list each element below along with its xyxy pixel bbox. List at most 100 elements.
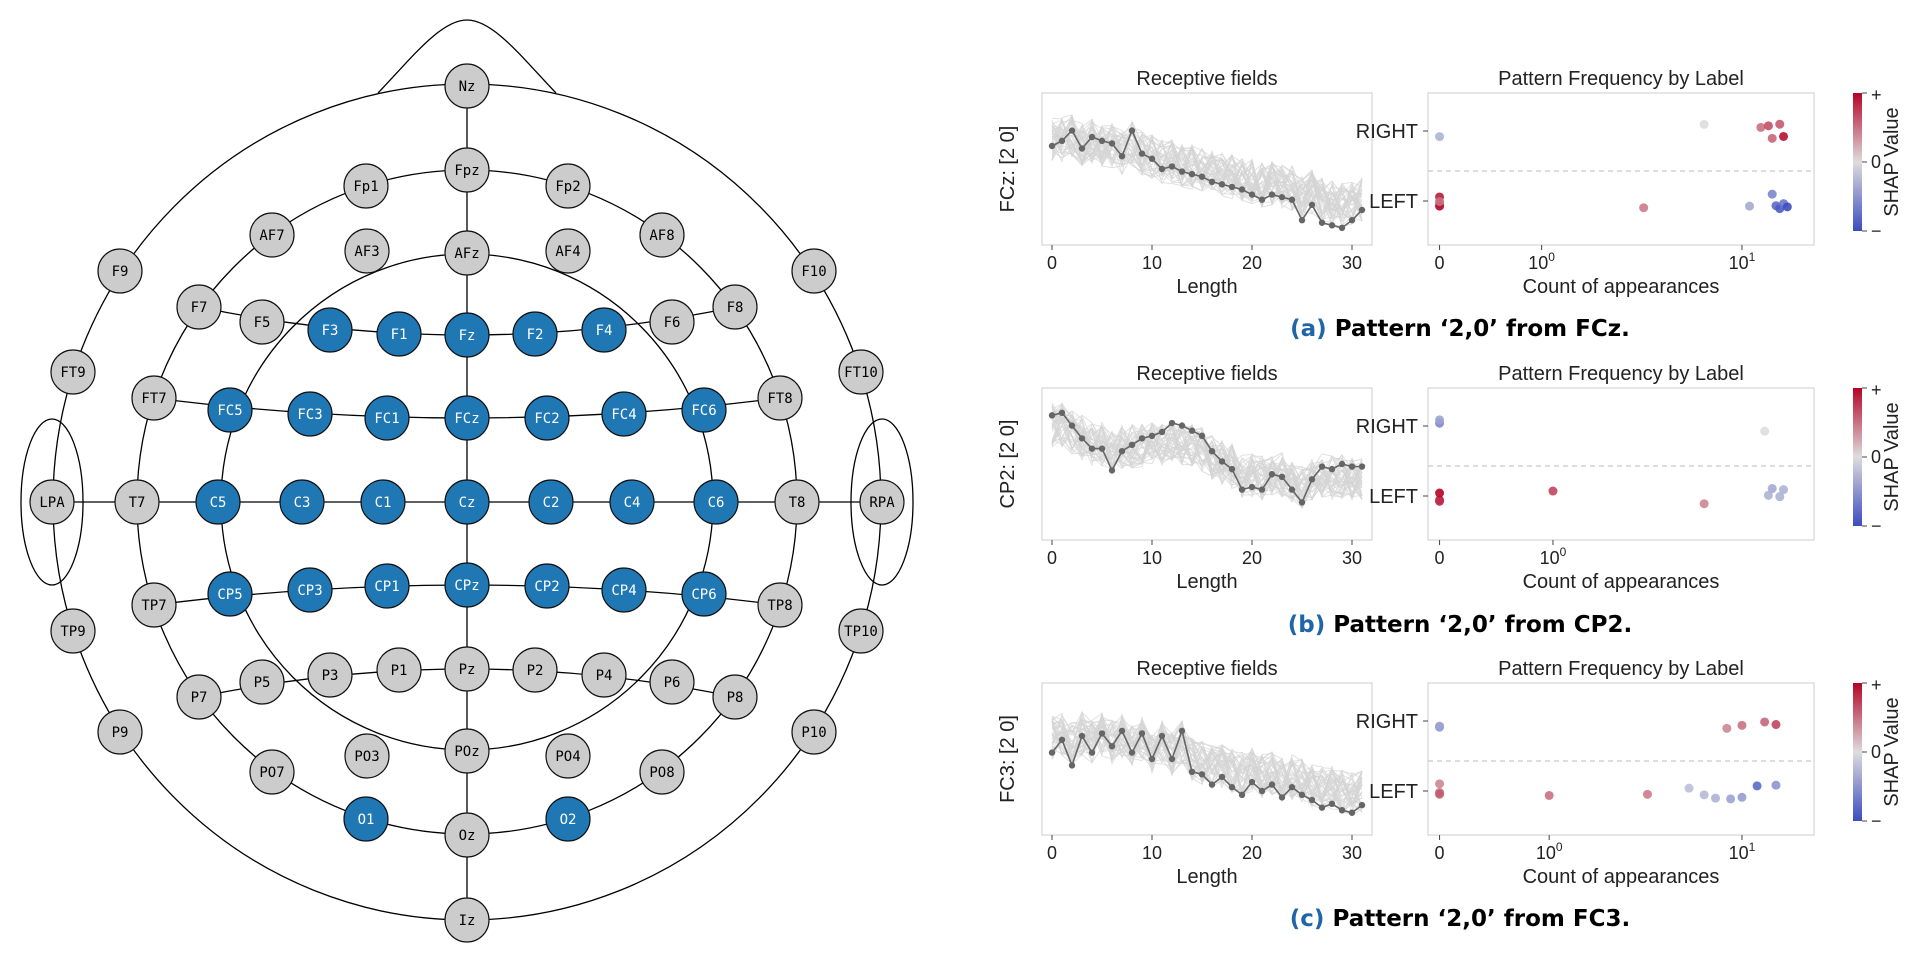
- background-trace: [1051, 121, 1363, 226]
- electrode-label: AFz: [454, 246, 479, 262]
- shap-point: [1726, 794, 1736, 804]
- electrode-marker: [360, 479, 406, 525]
- background-trace: [1051, 412, 1363, 506]
- electrode-label: C4: [624, 495, 641, 511]
- electrode-marker: [444, 728, 490, 774]
- electrode-label: CP6: [691, 587, 716, 603]
- electrode-p5: P5: [239, 659, 285, 705]
- electrode-marker: [279, 479, 325, 525]
- electrode-fcz: FCz: [444, 395, 490, 441]
- electrode-af3: AF3: [344, 228, 390, 274]
- electrode-label: C6: [708, 495, 725, 511]
- electrode-marker: [757, 582, 803, 628]
- background-trace: [1051, 413, 1363, 499]
- highlight-point: [1298, 217, 1306, 224]
- electrode-c3: C3: [279, 479, 325, 525]
- highlight-point: [1158, 428, 1166, 436]
- background-trace: [1051, 723, 1363, 806]
- electrode-fc1: FC1: [364, 395, 410, 441]
- x-tick-label: 101: [1729, 840, 1756, 863]
- cbar-plus: +: [1871, 675, 1882, 695]
- background-trace: [1051, 118, 1363, 216]
- electrode-ft9: FT9: [50, 349, 96, 395]
- electrode-ft10: FT10: [838, 349, 884, 395]
- electrode-marker: [774, 479, 820, 525]
- highlight-point: [1278, 473, 1286, 480]
- count-label: Count of appearances: [1523, 571, 1720, 593]
- highlight-point: [1238, 186, 1246, 193]
- highlight-point: [1258, 196, 1266, 203]
- background-trace: [1051, 422, 1363, 493]
- highlight-point: [1178, 727, 1186, 735]
- highlight-point: [1308, 201, 1316, 209]
- electrode-marker: [114, 479, 160, 525]
- background-trace: [1051, 420, 1363, 496]
- left-label: LEFT: [1369, 781, 1418, 803]
- background-trace: [1051, 115, 1363, 220]
- electrode-po7: PO7: [249, 749, 295, 795]
- background-trace: [1051, 413, 1363, 500]
- electrode-label: F4: [596, 323, 613, 339]
- caption-a: (a) Pattern ‘2,0’ from FCz.: [1000, 316, 1920, 342]
- background-trace: [1051, 114, 1363, 225]
- background-trace: [1051, 118, 1363, 221]
- tick-exponent: 1: [1749, 250, 1756, 264]
- highlight-point: [1278, 794, 1286, 801]
- electrode-fc2: FC2: [524, 395, 570, 441]
- electrode-marker: [444, 479, 490, 525]
- highlight-point: [1348, 809, 1356, 816]
- background-trace: [1051, 121, 1363, 212]
- electrode-label: AF7: [259, 228, 284, 244]
- highlight-point: [1338, 807, 1346, 814]
- shap-colorbar: [1853, 93, 1862, 231]
- highlight-trace: [1051, 128, 1363, 229]
- electrode-label: CP2: [534, 579, 559, 595]
- highlight-point: [1048, 412, 1056, 419]
- electrode-marker: [207, 571, 253, 617]
- highlight-point: [1108, 743, 1116, 750]
- background-trace: [1051, 125, 1363, 216]
- x-tick-label: 100: [1540, 545, 1567, 568]
- electrode-label: Pz: [459, 662, 476, 678]
- background-trace: [1051, 117, 1363, 227]
- receptive-title: Receptive fields: [1136, 363, 1277, 385]
- background-trace: [1051, 115, 1363, 216]
- electrode-marker: [639, 749, 685, 795]
- electrode-marker: [249, 212, 295, 258]
- electrode-f8: F8: [712, 284, 758, 330]
- electrode-label: FC6: [691, 403, 716, 419]
- electrode-cz: Cz: [444, 479, 490, 525]
- electrode-lpa: LPA: [29, 479, 75, 525]
- electrode-marker: [50, 349, 96, 395]
- electrode-label: F7: [191, 300, 208, 316]
- shap-point: [1435, 415, 1445, 425]
- electrode-marker: [444, 312, 490, 358]
- electrode-label: O1: [358, 812, 375, 828]
- background-trace: [1051, 717, 1363, 814]
- electrode-marker: [545, 228, 591, 274]
- electrode-marker: [791, 248, 837, 294]
- x-tick-label: 100: [1528, 250, 1555, 273]
- shap-point: [1435, 721, 1445, 731]
- electrode-iz: Iz: [444, 897, 490, 943]
- background-trace: [1051, 418, 1363, 509]
- electrode-p2: P2: [512, 647, 558, 693]
- shap-point: [1760, 426, 1770, 436]
- background-trace: [1051, 119, 1363, 223]
- highlight-point: [1288, 196, 1296, 203]
- electrode-label: TP9: [60, 624, 85, 640]
- highlight-point: [1058, 736, 1066, 743]
- electrode-marker: [838, 608, 884, 654]
- electrode-p8: P8: [712, 674, 758, 720]
- electrode-marker: [249, 749, 295, 795]
- electrode-fp2: Fp2: [545, 163, 591, 209]
- background-trace: [1051, 416, 1363, 509]
- electrode-label: P3: [322, 668, 339, 684]
- electrode-tp10: TP10: [838, 608, 884, 654]
- background-trace: [1051, 410, 1363, 507]
- highlight-point: [1338, 460, 1346, 468]
- highlight-point: [1288, 486, 1296, 493]
- background-trace: [1051, 405, 1363, 506]
- highlight-point: [1218, 181, 1226, 188]
- cbar-plus: +: [1871, 380, 1882, 400]
